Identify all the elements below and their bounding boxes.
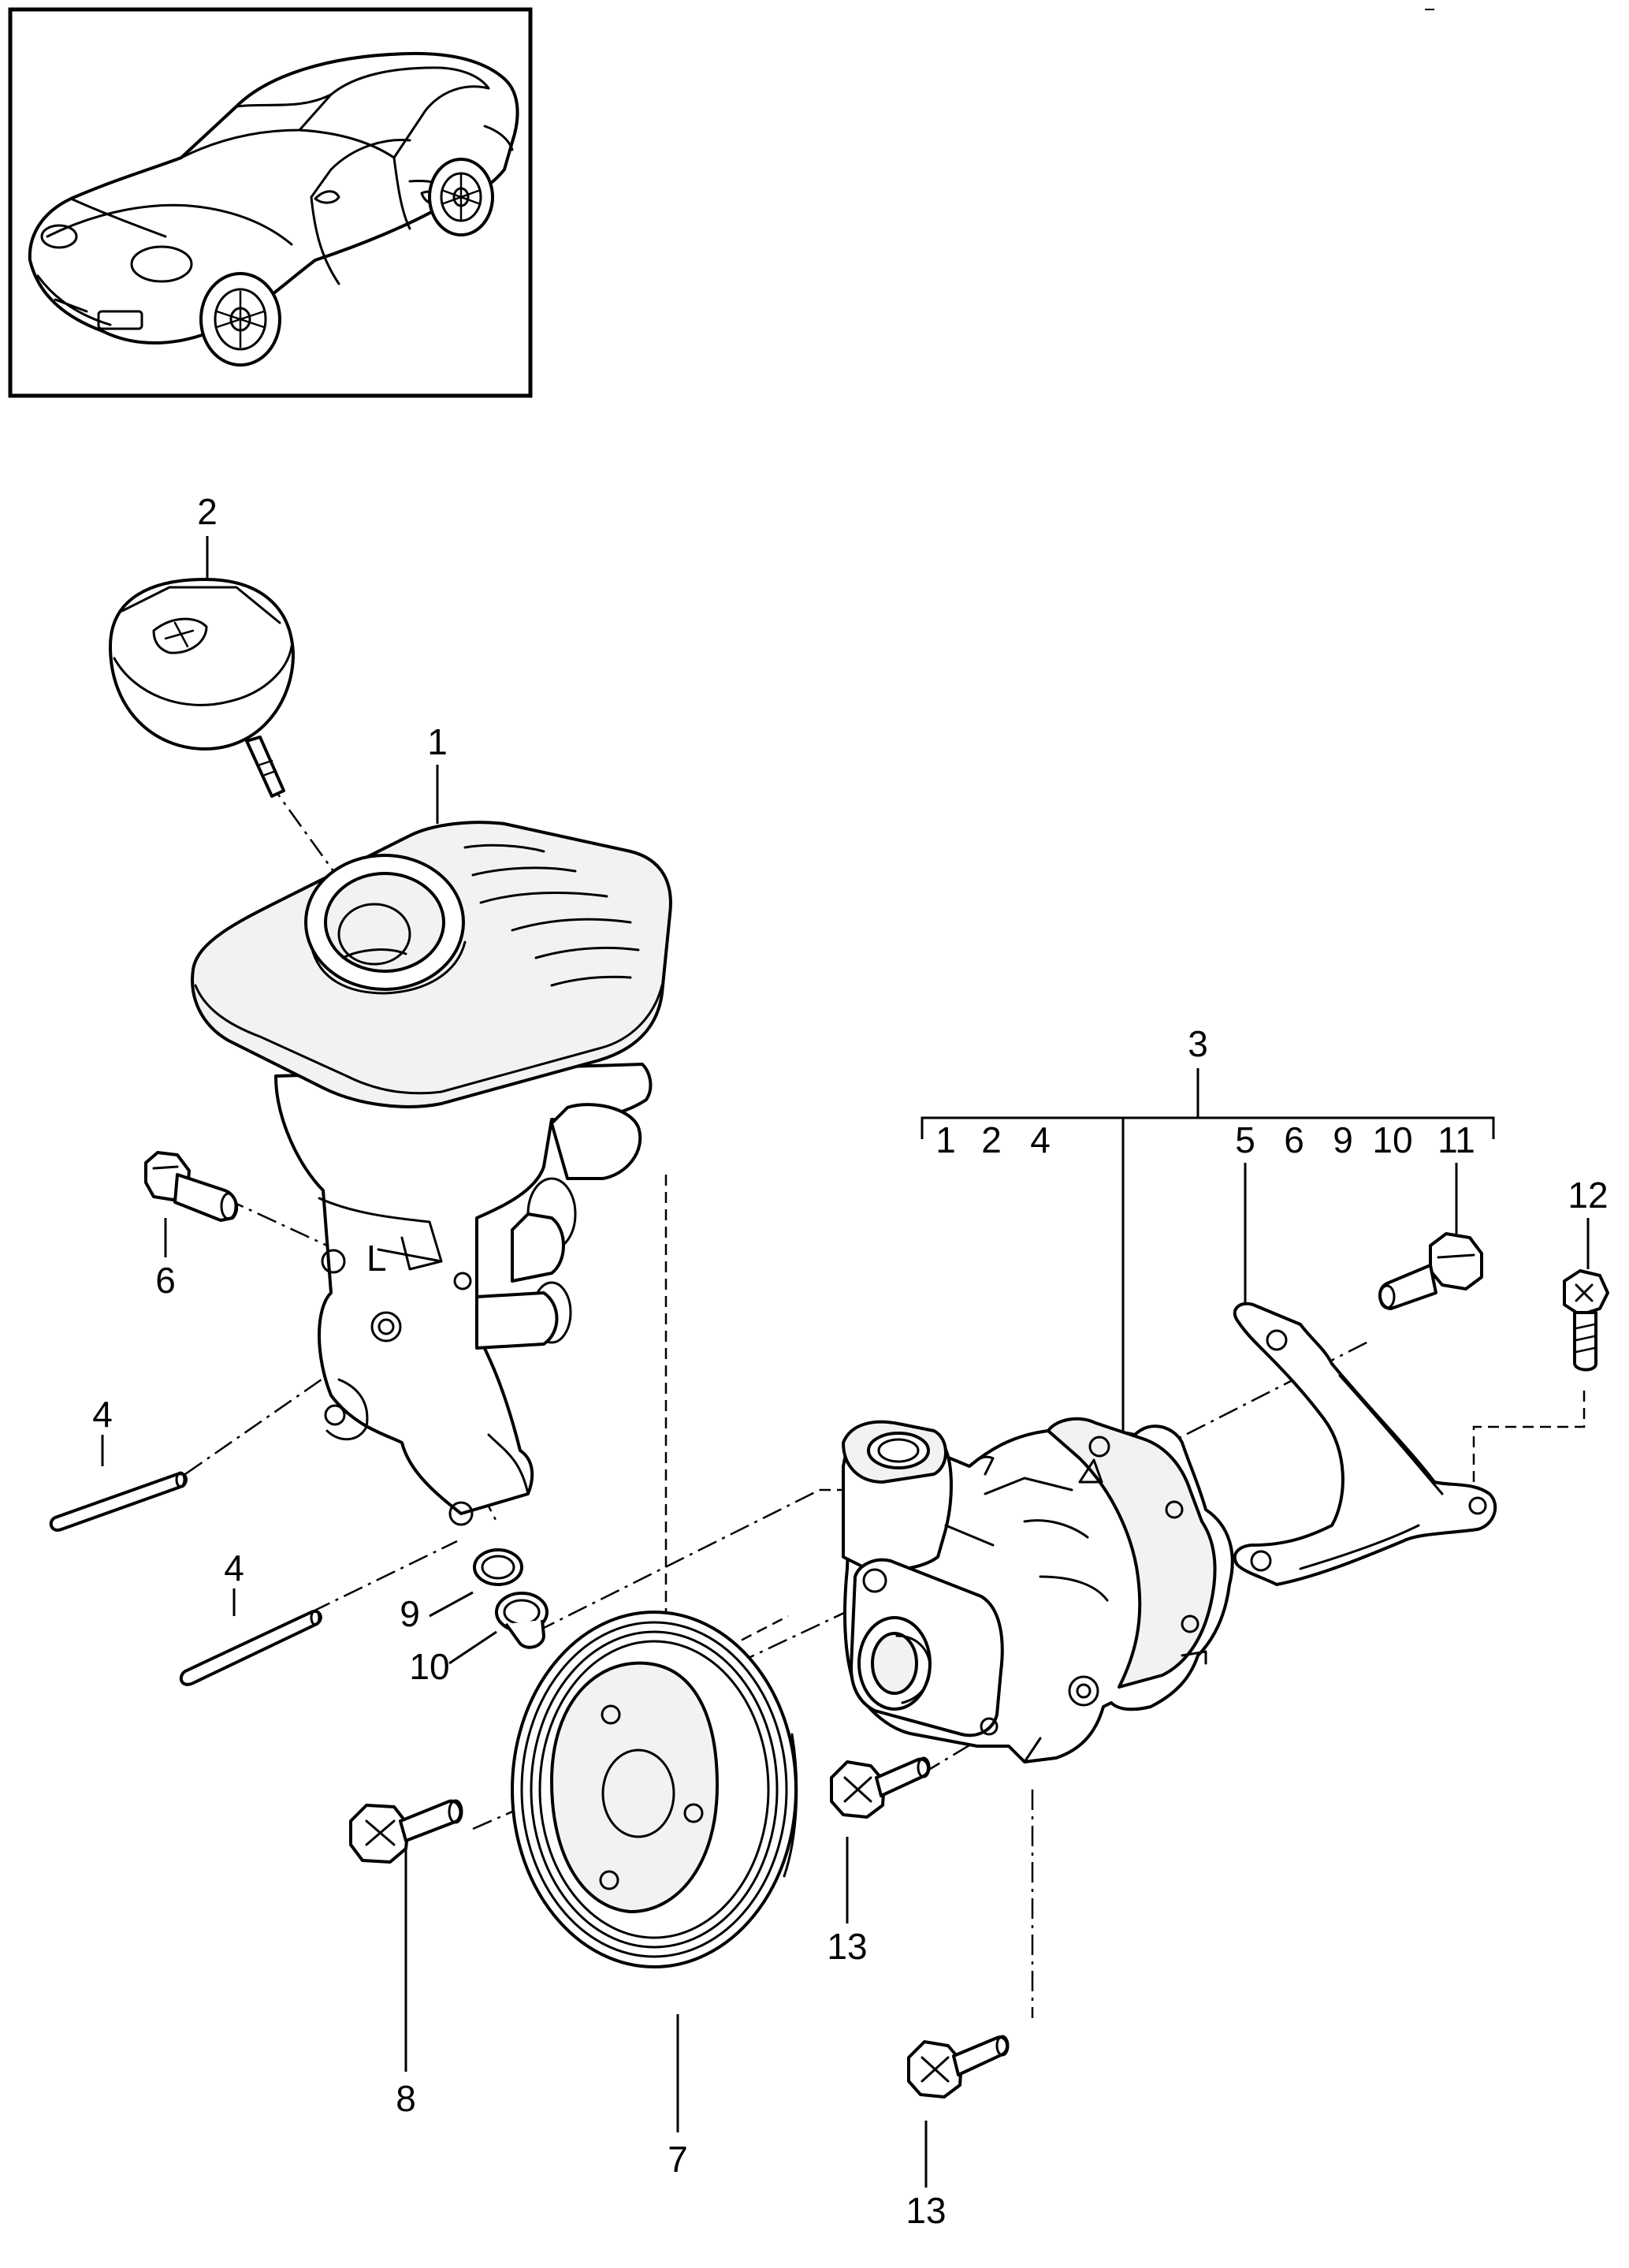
hose-connector-icon — [495, 1592, 549, 1649]
belt-pulley-icon — [511, 1611, 798, 1968]
reservoir-cap-icon — [109, 578, 295, 798]
label-10: 10 — [409, 1646, 449, 1687]
label-4-lower: 4 — [224, 1547, 244, 1588]
label-3-item-4: 4 — [1030, 1119, 1051, 1160]
label-2: 2 — [197, 491, 218, 532]
support-bracket-icon — [1233, 1302, 1497, 1586]
hex-bolt-icon — [830, 1756, 931, 1819]
label-3-item-2: 2 — [981, 1119, 1002, 1160]
hex-bolt-icon — [349, 1799, 463, 1864]
hex-bolt-icon — [144, 1151, 239, 1222]
label-13-upper: 13 — [827, 1926, 867, 1967]
leader-lines — [101, 536, 1590, 2188]
label-13-lower: 13 — [906, 2190, 946, 2231]
label-3-item-5: 5 — [1235, 1119, 1255, 1160]
label-3: 3 — [1188, 1023, 1208, 1064]
label-6: 6 — [155, 1260, 176, 1301]
reservoir-l-mark: L — [366, 1238, 387, 1279]
label-3-item-11: 11 — [1437, 1119, 1475, 1160]
power-steering-pump-icon — [842, 1417, 1234, 1763]
dowel-pin-icon — [49, 1471, 322, 1686]
car-coupe-icon — [28, 51, 519, 367]
label-12: 12 — [1568, 1175, 1608, 1216]
label-4-upper: 4 — [92, 1394, 113, 1435]
hex-bolt-icon — [1563, 1269, 1609, 1372]
hex-bolt-icon — [1378, 1232, 1483, 1310]
label-8: 8 — [396, 2078, 416, 2119]
label-3-item-1: 1 — [935, 1119, 956, 1160]
label-7: 7 — [668, 2139, 688, 2180]
vehicle-thumbnail — [8, 7, 533, 398]
o-ring-icon — [473, 1548, 523, 1586]
label-3-item-6: 6 — [1284, 1119, 1304, 1160]
fluid-reservoir-icon: L — [191, 821, 672, 1526]
label-3-item-10: 10 — [1372, 1119, 1412, 1160]
hex-bolt-icon — [907, 2035, 1010, 2099]
label-9: 9 — [400, 1593, 420, 1634]
label-3-item-9: 9 — [1333, 1119, 1353, 1160]
label-1: 1 — [427, 721, 448, 762]
